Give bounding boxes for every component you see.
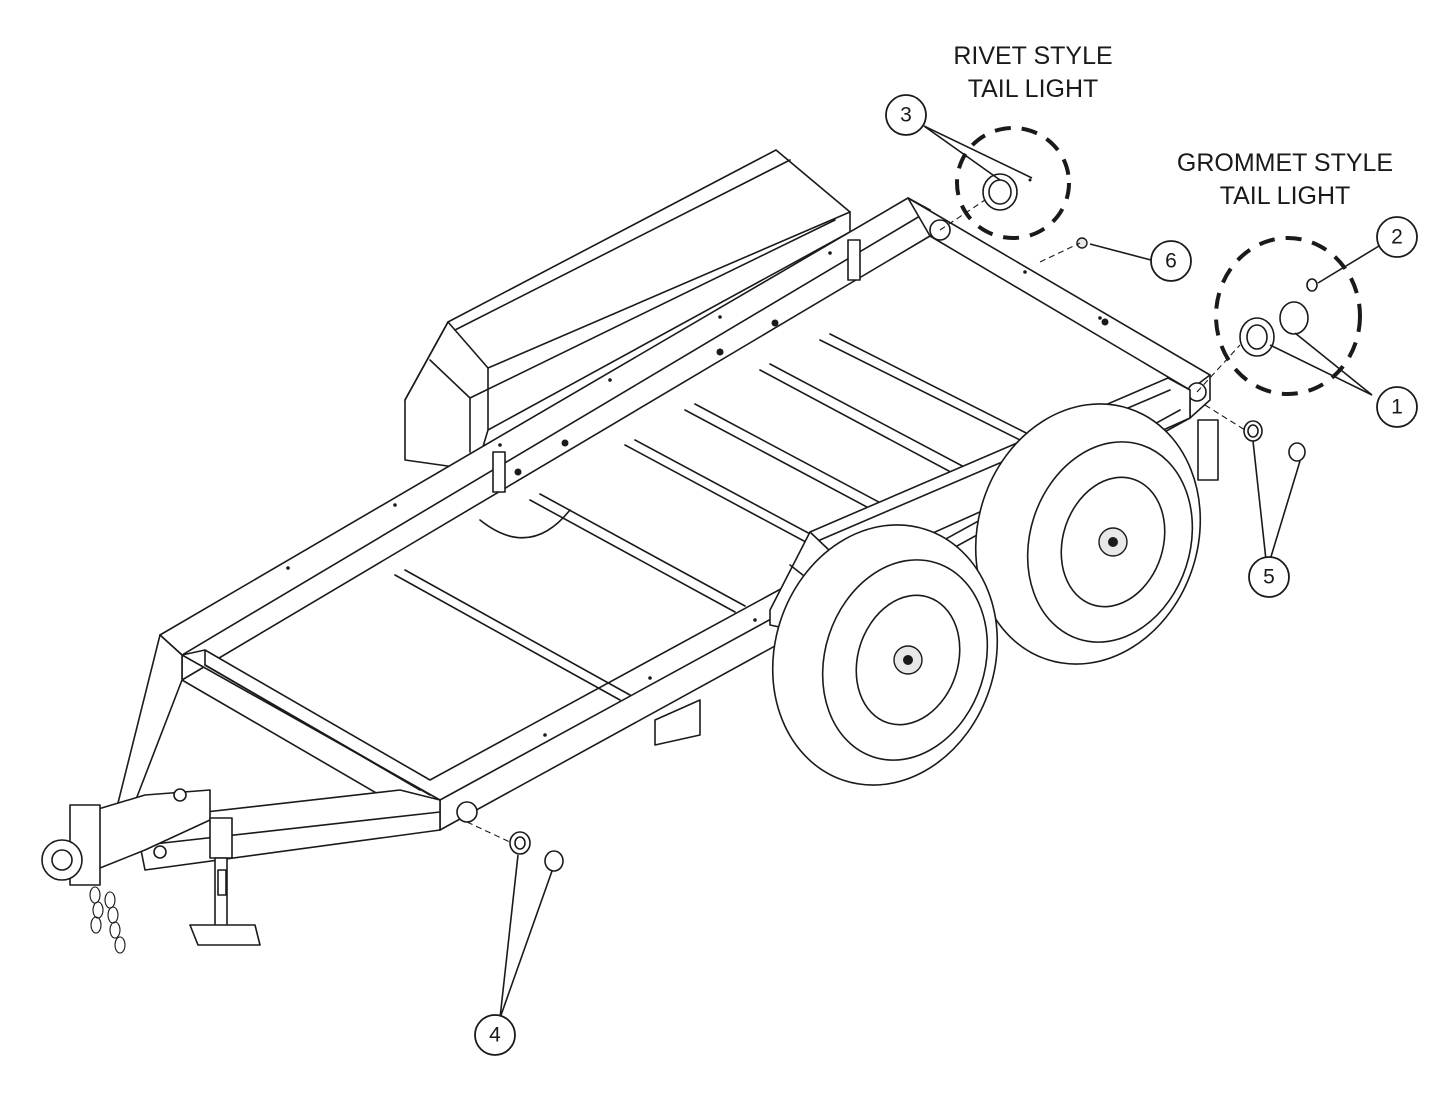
left-fender bbox=[404, 149, 851, 471]
part-4-grommet-plug bbox=[509, 831, 564, 872]
part-5-grommet-plug bbox=[1243, 420, 1306, 462]
front-wheel bbox=[974, 403, 1202, 665]
safety-chains bbox=[89, 886, 126, 954]
callout-1: 1 bbox=[1376, 386, 1418, 428]
tongue-jack bbox=[189, 817, 261, 946]
explosion-lines bbox=[466, 199, 1246, 844]
cross-members bbox=[394, 333, 1051, 701]
callout-6: 6 bbox=[1150, 240, 1192, 282]
grommet-style-label-line1: GROMMET STYLE bbox=[1177, 149, 1393, 177]
callout-4: 4 bbox=[474, 1014, 516, 1056]
rivet-style-label-line1: RIVET STYLE bbox=[953, 42, 1112, 70]
callout-1-number: 1 bbox=[1391, 396, 1403, 419]
callout-2-number: 2 bbox=[1391, 226, 1403, 249]
callout-4-number: 4 bbox=[489, 1024, 501, 1047]
callout-3: 3 bbox=[885, 94, 927, 136]
rivet-style-label-line2: TAIL LIGHT bbox=[968, 75, 1099, 103]
grommet-style-label-line2: TAIL LIGHT bbox=[1220, 182, 1351, 210]
rear-wheel bbox=[771, 524, 999, 786]
tongue-a-frame bbox=[41, 634, 441, 954]
far-wheel-edge bbox=[479, 509, 571, 539]
trailer-frame bbox=[159, 197, 1211, 831]
grommet-style-highlight bbox=[1214, 236, 1362, 396]
rivet-style-highlight bbox=[955, 126, 1071, 240]
callout-5-number: 5 bbox=[1263, 566, 1275, 589]
callout-6-number: 6 bbox=[1165, 250, 1177, 273]
axle-bracket bbox=[654, 699, 701, 746]
callout-2: 2 bbox=[1376, 216, 1418, 258]
callout-3-number: 3 bbox=[900, 104, 912, 127]
part-6-fastener bbox=[1076, 237, 1088, 249]
rivet-tail-light bbox=[982, 173, 1032, 211]
callout-5: 5 bbox=[1248, 556, 1290, 598]
leader-lines bbox=[499, 125, 1380, 1019]
grommet-tail-light bbox=[1239, 278, 1318, 357]
